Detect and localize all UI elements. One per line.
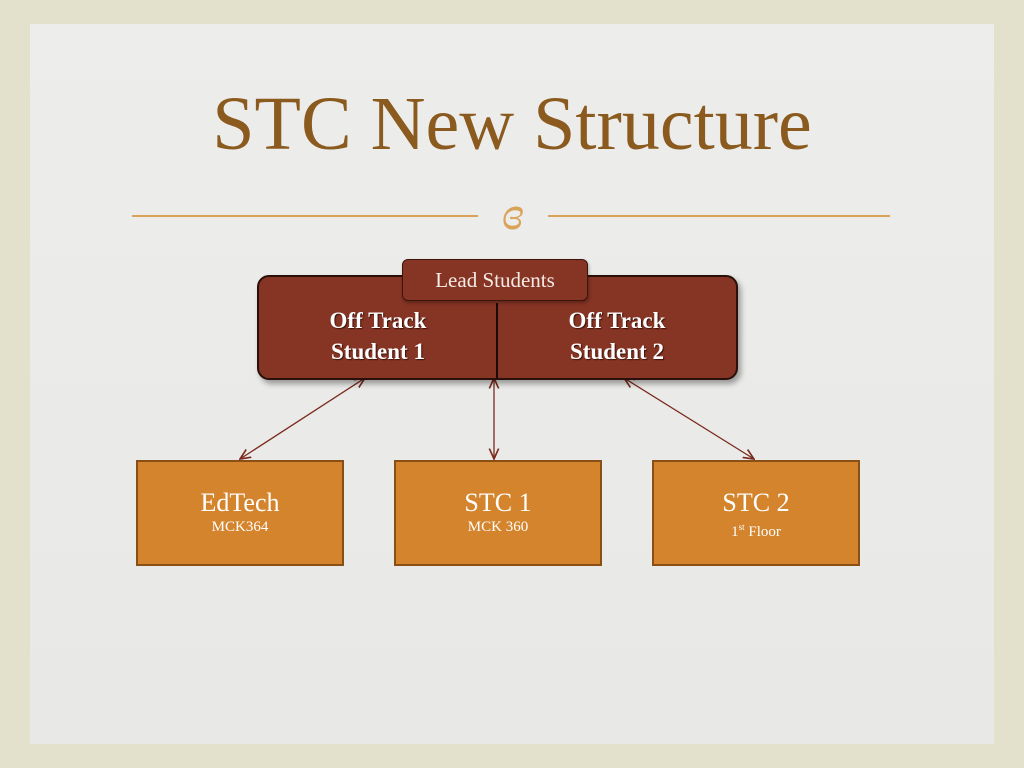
stc2-name: STC 2 xyxy=(722,488,790,517)
off-track-student-1-line1: Off Track xyxy=(329,308,427,333)
connector-stc2 xyxy=(624,378,754,459)
stc1-name: STC 1 xyxy=(464,488,532,517)
slide-background xyxy=(30,24,994,744)
lead-students-label: Lead Students xyxy=(402,259,588,301)
off-track-student-1: Off Track Student 1 xyxy=(259,305,497,367)
stc1-box: STC 1 MCK 360 xyxy=(394,460,602,566)
stc2-location-ordinal: st xyxy=(738,522,745,532)
edtech-box: EdTech MCK364 xyxy=(136,460,344,566)
stc2-location-number: 1 xyxy=(731,524,739,540)
flourish-ornament-icon: ɞ xyxy=(501,187,525,240)
slide-title: STC New Structure xyxy=(212,82,812,166)
stc2-location-suffix: Floor xyxy=(744,524,781,540)
connector-edtech xyxy=(240,378,365,459)
parent-box-divider xyxy=(496,303,498,378)
stc2-location: 1st Floor xyxy=(654,518,858,541)
stc1-location: MCK 360 xyxy=(467,519,529,535)
off-track-student-2: Off Track Student 2 xyxy=(498,305,736,367)
stc2-box: STC 2 1st Floor xyxy=(652,460,860,566)
edtech-location: MCK364 xyxy=(211,519,269,535)
edtech-name: EdTech xyxy=(200,488,280,517)
title-rule-left xyxy=(132,215,478,217)
off-track-student-2-line1: Off Track xyxy=(568,308,666,333)
title-rule-right xyxy=(548,215,890,217)
off-track-student-2-line2: Student 2 xyxy=(570,339,664,364)
off-track-student-1-line2: Student 1 xyxy=(331,339,425,364)
